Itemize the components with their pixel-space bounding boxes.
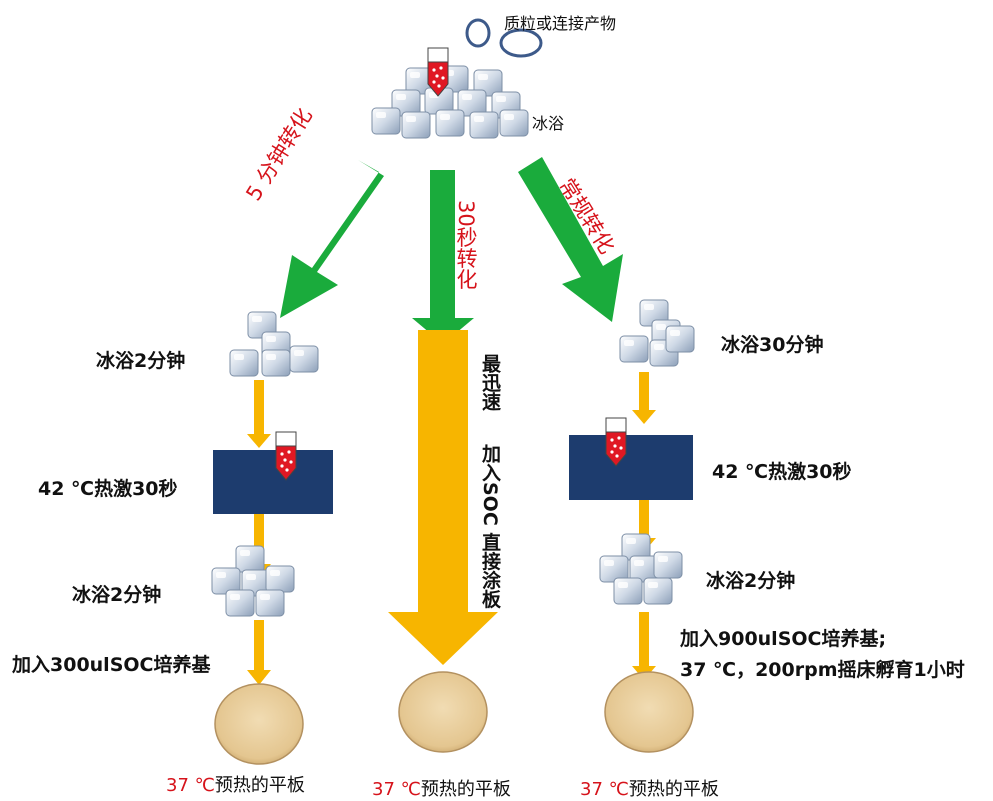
middle-note-col2: 加入SOC 直接涂板 [479, 444, 501, 609]
heat-block [569, 435, 693, 500]
petri-dish-icon [214, 683, 304, 765]
ice-cube-icon [619, 299, 695, 367]
ice-cube-icon [371, 65, 529, 139]
plasmid-label: 质粒或连接产物 [504, 14, 617, 33]
ice-cube-icon [211, 545, 295, 617]
left-step3: 冰浴2分钟 [72, 584, 162, 606]
green-arrow-right [518, 157, 623, 322]
right-step4-line2: 37 ℃，200rpm摇床孵育1小时 [680, 659, 965, 681]
yellow-arrow [247, 620, 271, 685]
left-step2: 42 ℃热激30秒 [38, 478, 178, 500]
right-step4-line1: 加入900ulSOC培养基; [680, 628, 887, 650]
right-step3: 冰浴2分钟 [706, 570, 796, 592]
right-step1: 冰浴30分钟 [721, 334, 824, 356]
plate-temp: 37 ℃ [580, 779, 629, 800]
yellow-arrow-middle [388, 330, 498, 665]
plate-label-left: 37 ℃预热的平板 [166, 771, 305, 797]
plate-temp: 37 ℃ [372, 779, 421, 800]
left-step4: 加入300ulSOC培养基 [12, 654, 211, 676]
heat-block [213, 450, 333, 514]
ice-cube-icon [599, 533, 683, 605]
yellow-arrow [632, 612, 656, 680]
left-step1: 冰浴2分钟 [96, 350, 186, 372]
plate-label-middle: 37 ℃预热的平板 [372, 775, 511, 801]
petri-dish-icon [604, 671, 694, 753]
plate-text: 预热的平板 [628, 779, 719, 800]
yellow-arrow [632, 372, 656, 424]
plate-temp: 37 ℃ [166, 775, 215, 796]
plate-text: 预热的平板 [214, 775, 305, 796]
method-middle-label: 30秒转化 [454, 200, 478, 290]
plasmid-ring-icon [465, 18, 543, 58]
right-step2: 42 ℃热激30秒 [712, 461, 852, 483]
green-arrow-middle [412, 170, 474, 344]
plate-text: 预热的平板 [420, 779, 511, 800]
plate-label-right: 37 ℃预热的平板 [580, 775, 719, 801]
middle-note-col1: 最迅速 [479, 354, 501, 411]
yellow-arrow [247, 380, 271, 448]
petri-dish-icon [398, 671, 488, 753]
green-arrow-left [280, 160, 384, 318]
ice-cube-icon [229, 311, 319, 377]
ice-bath-label: 冰浴 [532, 114, 565, 133]
